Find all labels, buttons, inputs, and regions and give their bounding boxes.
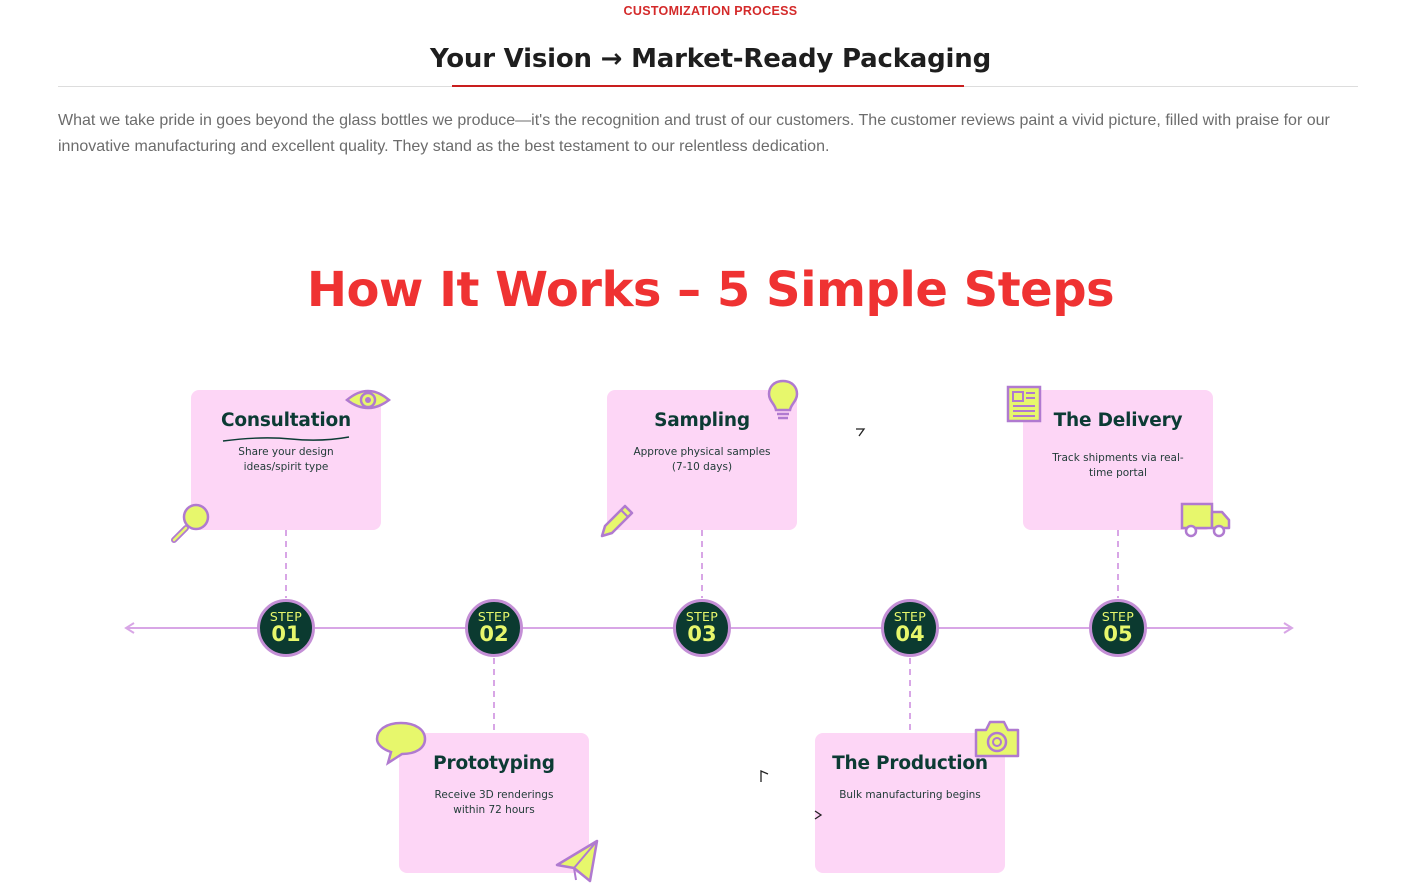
- step-badge-label: STEP: [685, 609, 719, 624]
- timeline-arrow-left: [124, 622, 135, 634]
- step-description: Share your design ideas/spirit type: [238, 446, 334, 473]
- step-card-consultation: Consultation Share your design ideas/spi…: [191, 390, 381, 530]
- step-badge-label: STEP: [893, 609, 927, 624]
- step-badge-label: STEP: [477, 609, 511, 624]
- camera-icon: [974, 720, 1020, 758]
- step-badge-number: 02: [479, 622, 509, 646]
- step-badge-number: 05: [1103, 622, 1133, 646]
- section-title: Your Vision → Market-Ready Packaging: [429, 44, 991, 74]
- lightbulb-icon: [767, 379, 799, 420]
- newspaper-icon: [1006, 385, 1042, 423]
- squiggle-underline: [222, 436, 350, 442]
- step-card-sampling: Sampling Approve physical samples (7-10 …: [607, 390, 797, 530]
- title-underline: [452, 85, 964, 87]
- step-card-prototyping: Prototyping Receive 3D renderings within…: [399, 733, 589, 873]
- speech-bubble-icon: [375, 721, 427, 766]
- cursor-mark: [856, 428, 866, 437]
- cursor-mark: [814, 810, 823, 820]
- step-badge-number: 01: [271, 622, 301, 646]
- step-title: Consultation: [221, 410, 351, 431]
- timeline-arrow-right: [1283, 622, 1294, 634]
- step-title: Prototyping: [433, 753, 555, 774]
- step-badge-05: STEP 05: [1089, 599, 1147, 657]
- intro-paragraph: What we take pride in goes beyond the gl…: [58, 112, 1330, 155]
- step-card-delivery: The Delivery Track shipments via real-ti…: [1023, 390, 1213, 530]
- step-badge-label: STEP: [1101, 609, 1135, 624]
- step-title: The Production: [832, 753, 988, 774]
- step-title: The Delivery: [1053, 410, 1183, 431]
- step-description: Receive 3D renderings within 72 hours: [434, 789, 554, 816]
- step-card-production: The Production Bulk manufacturing begins: [815, 733, 1005, 873]
- step-description: Bulk manufacturing begins: [839, 789, 981, 801]
- step-title: Sampling: [654, 410, 750, 431]
- step-badge-number: 03: [687, 622, 717, 646]
- step-badge-03: STEP 03: [673, 599, 731, 657]
- step-badge-04: STEP 04: [881, 599, 939, 657]
- cursor-mark: [760, 770, 769, 782]
- step-badge-number: 04: [895, 622, 925, 646]
- pencil-icon: [600, 504, 634, 538]
- step-description: Track shipments via real-time portal: [1052, 452, 1184, 479]
- eyebrow-label: CUSTOMIZATION PROCESS: [623, 4, 798, 18]
- magnifier-icon: [171, 503, 210, 543]
- step-badge-01: STEP 01: [257, 599, 315, 657]
- eye-icon: [345, 389, 391, 410]
- step-badge-label: STEP: [269, 609, 303, 624]
- step-description: Approve physical samples (7-10 days): [633, 446, 771, 473]
- paper-plane-icon: [555, 839, 599, 883]
- truck-icon: [1180, 502, 1231, 538]
- step-badge-02: STEP 02: [465, 599, 523, 657]
- how-it-works-title: How It Works – 5 Simple Steps: [306, 262, 1115, 318]
